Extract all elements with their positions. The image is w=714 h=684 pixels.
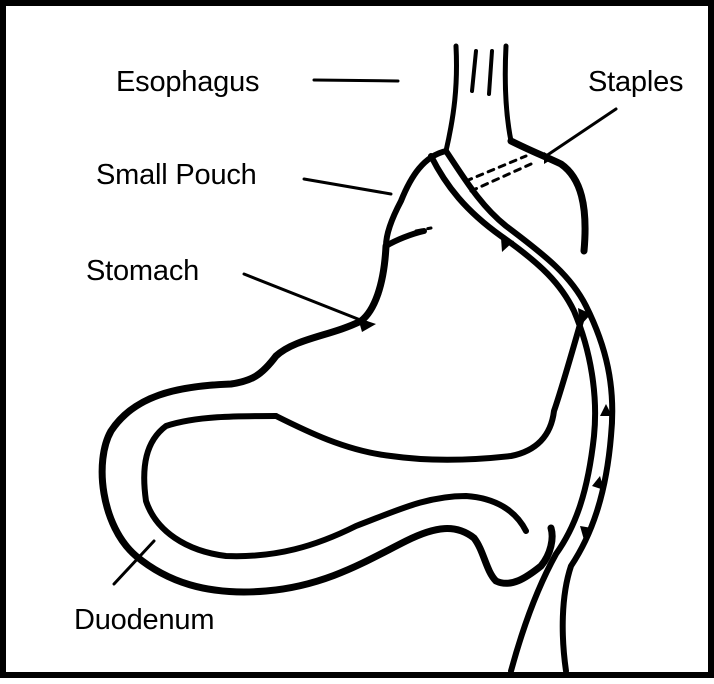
gastric-bypass-diagram bbox=[6, 6, 714, 684]
staples-callout bbox=[546, 109, 616, 156]
duodenum-label: Duodenum bbox=[74, 606, 214, 635]
stomach-callout bbox=[244, 274, 368, 323]
small-pouch-label: Small Pouch bbox=[96, 161, 257, 190]
stomach-label: Stomach bbox=[86, 257, 199, 286]
stomach-outline bbox=[102, 141, 585, 592]
small-pouch-callout bbox=[304, 179, 391, 194]
stomach-inner-curve bbox=[276, 321, 581, 460]
esophagus-callout bbox=[314, 80, 398, 81]
esophagus-label: Esophagus bbox=[116, 68, 259, 97]
esophagus-tube bbox=[446, 46, 511, 151]
staples-label: Staples bbox=[588, 68, 683, 97]
